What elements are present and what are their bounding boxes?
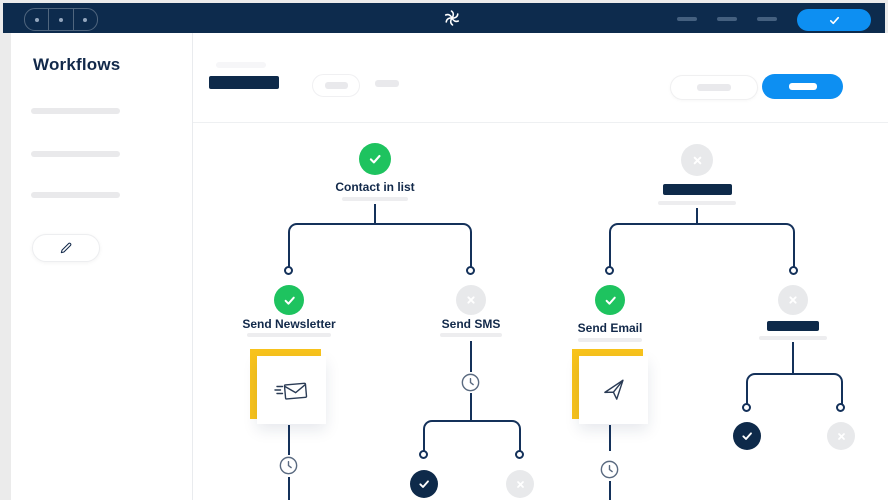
node-subtitle-placeholder — [247, 333, 331, 337]
clock-icon — [600, 460, 619, 479]
node-subtitle-placeholder — [759, 336, 827, 340]
x-icon — [789, 296, 797, 304]
node-subtitle-placeholder — [342, 197, 408, 201]
check-icon — [742, 432, 752, 440]
status-circle-inactive[interactable] — [456, 285, 486, 315]
connector-line — [792, 342, 794, 373]
wait-step[interactable] — [278, 455, 299, 476]
top-navigation-bar — [3, 3, 885, 33]
header-text-placeholder — [375, 80, 399, 87]
status-circle-success[interactable] — [595, 285, 625, 315]
dot-icon — [58, 17, 63, 22]
connector-dot[interactable] — [466, 266, 475, 275]
status-circle-inactive[interactable] — [778, 285, 808, 315]
status-toggle-placeholder[interactable] — [312, 74, 360, 97]
status-circle-success[interactable] — [359, 143, 391, 175]
status-circle-inactive[interactable] — [681, 144, 713, 176]
page-title: Workflows — [33, 55, 121, 74]
node-label: Contact in list — [335, 180, 415, 194]
status-circle-done[interactable] — [733, 422, 761, 450]
branch-connector — [609, 223, 795, 267]
sidebar-item-placeholder[interactable] — [31, 192, 120, 198]
x-icon — [467, 296, 475, 304]
check-icon — [369, 154, 381, 164]
pinwheel-logo-icon — [441, 7, 463, 29]
action-card[interactable] — [572, 349, 648, 424]
edit-workflow-button[interactable] — [32, 234, 100, 262]
pencil-icon — [60, 242, 72, 254]
connector-dot[interactable] — [789, 266, 798, 275]
paper-plane-icon — [603, 379, 624, 400]
nav-link-placeholder[interactable] — [677, 17, 697, 21]
node-label: Send SMS — [441, 317, 501, 331]
node-label: Send Newsletter — [242, 317, 336, 331]
status-circle-inactive[interactable] — [506, 470, 534, 498]
dot-icon — [34, 17, 39, 22]
connector-line — [470, 341, 472, 372]
connector-line — [609, 425, 611, 451]
connector-line — [609, 481, 611, 500]
sidebar-item-placeholder[interactable] — [31, 151, 120, 157]
nav-link-placeholder[interactable] — [757, 17, 777, 21]
clock-icon — [461, 373, 480, 392]
newsletter-envelope-icon — [273, 382, 307, 400]
node-subtitle-placeholder — [440, 333, 502, 337]
connector-dot[interactable] — [836, 403, 845, 412]
secondary-action-button[interactable] — [670, 75, 758, 100]
connector-line — [696, 208, 698, 223]
node-subtitle-placeholder — [658, 201, 736, 205]
branch-connector — [746, 373, 843, 404]
connector-dot[interactable] — [284, 266, 293, 275]
action-card[interactable] — [250, 349, 326, 424]
check-icon — [419, 480, 429, 488]
sidebar-item-placeholder[interactable] — [31, 108, 120, 114]
nav-segment-1[interactable] — [25, 9, 48, 30]
status-circle-inactive[interactable] — [827, 422, 855, 450]
sidebar: Workflows — [11, 33, 193, 500]
node-subtitle-placeholder — [578, 338, 642, 342]
dot-icon — [83, 17, 88, 22]
check-icon — [829, 16, 839, 24]
connector-dot[interactable] — [605, 266, 614, 275]
node-label: Send Email — [577, 321, 643, 335]
nav-link-placeholder[interactable] — [717, 17, 737, 21]
connector-line — [374, 204, 376, 223]
toggle-label-placeholder — [324, 82, 348, 89]
wait-step[interactable] — [599, 459, 620, 480]
topbar-confirm-button[interactable] — [797, 9, 871, 31]
connector-dot[interactable] — [419, 450, 428, 459]
connector-dot[interactable] — [742, 403, 751, 412]
nav-segment-2[interactable] — [48, 9, 72, 30]
connector-line — [470, 393, 472, 420]
button-label-placeholder — [697, 84, 731, 91]
clock-icon — [279, 456, 298, 475]
connector-dot[interactable] — [515, 450, 524, 459]
branch-connector — [288, 223, 472, 267]
x-icon — [693, 156, 701, 164]
primary-action-button[interactable] — [762, 74, 843, 99]
workflow-title-placeholder — [209, 76, 279, 89]
node-label-placeholder — [663, 184, 732, 195]
branch-connector — [423, 420, 521, 451]
status-circle-done[interactable] — [410, 470, 438, 498]
wait-step[interactable] — [460, 372, 481, 393]
header-divider — [193, 122, 888, 123]
status-circle-success[interactable] — [274, 285, 304, 315]
nav-segment-3[interactable] — [72, 9, 97, 30]
node-label-placeholder — [767, 321, 819, 331]
x-icon — [837, 432, 845, 440]
connector-line — [288, 477, 290, 500]
breadcrumb-placeholder — [216, 62, 266, 68]
connector-line — [288, 425, 290, 455]
nav-segmented-control[interactable] — [24, 8, 98, 31]
button-label-placeholder — [788, 83, 817, 90]
check-icon — [605, 296, 616, 305]
x-icon — [516, 480, 524, 488]
check-icon — [284, 296, 295, 305]
